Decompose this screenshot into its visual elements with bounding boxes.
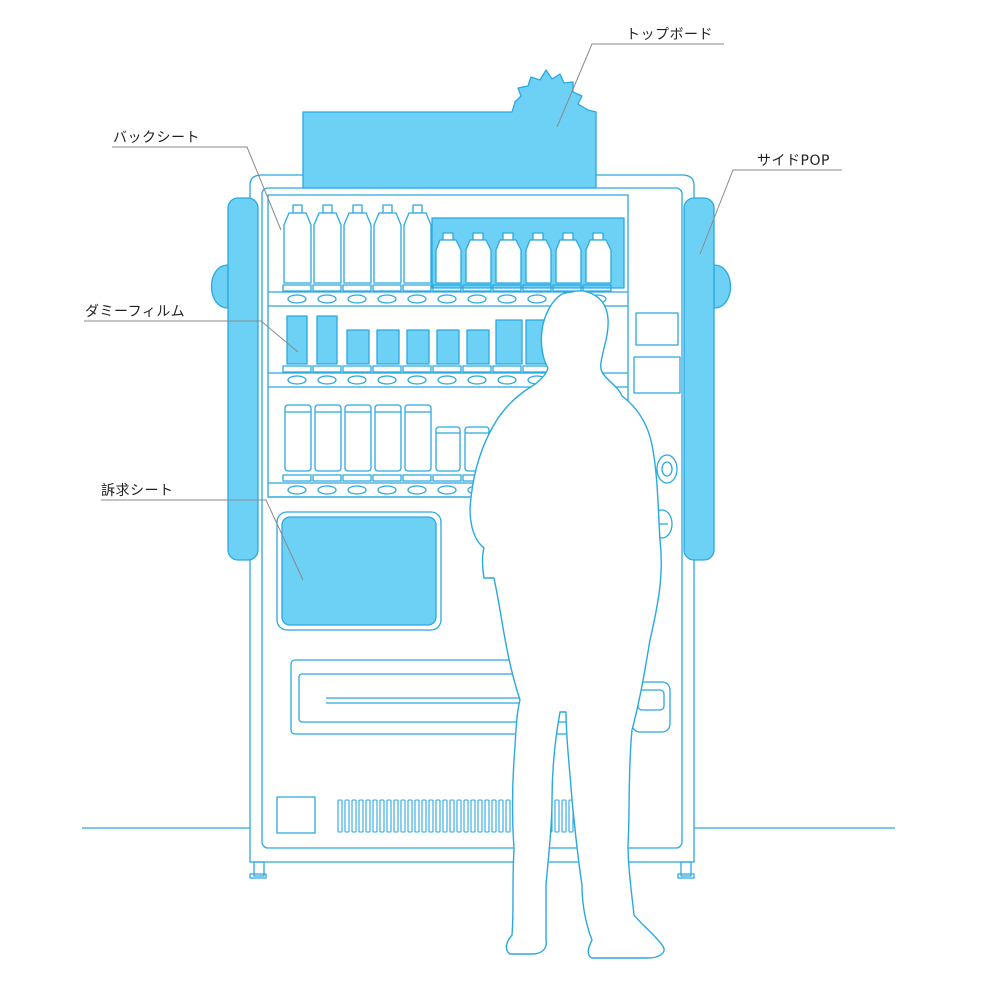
- back-sheet-label: バックシート: [113, 130, 200, 146]
- machine-foot-left: [253, 861, 265, 877]
- leader-dummy-film: [84, 320, 299, 353]
- side-pop-label: サイドPOP: [757, 153, 830, 169]
- leader-side-pop: [699, 169, 842, 255]
- top-row-large-bottles: [283, 204, 432, 284]
- bill-acceptor: [635, 312, 679, 346]
- appeal-sheet: [281, 516, 437, 626]
- base-box: [276, 796, 316, 834]
- bottom-row-cans: [284, 404, 490, 472]
- top-row-small-bottles: [435, 232, 612, 284]
- middle-row-cans: [286, 315, 553, 365]
- coin-slot: [656, 454, 678, 484]
- leader-appeal-sheet: [101, 499, 304, 581]
- ventilation-grille: [337, 799, 581, 833]
- leader-lines: [84, 43, 842, 581]
- appeal-sheet-frame: [276, 511, 442, 631]
- leader-top-board: [556, 43, 724, 128]
- dummy-film-label: ダミーフィルム: [85, 304, 186, 320]
- card-reader: [633, 356, 681, 394]
- leader-back-sheet: [112, 146, 282, 231]
- top-board-label: トップボード: [626, 27, 713, 43]
- side-pop-left: [210, 197, 259, 561]
- side-pop-right: [683, 197, 732, 561]
- appeal-sheet-label: 訴求シート: [101, 483, 174, 499]
- machine-foot-right: [680, 861, 692, 877]
- person-silhouette: [469, 290, 665, 959]
- top-board: [302, 69, 597, 189]
